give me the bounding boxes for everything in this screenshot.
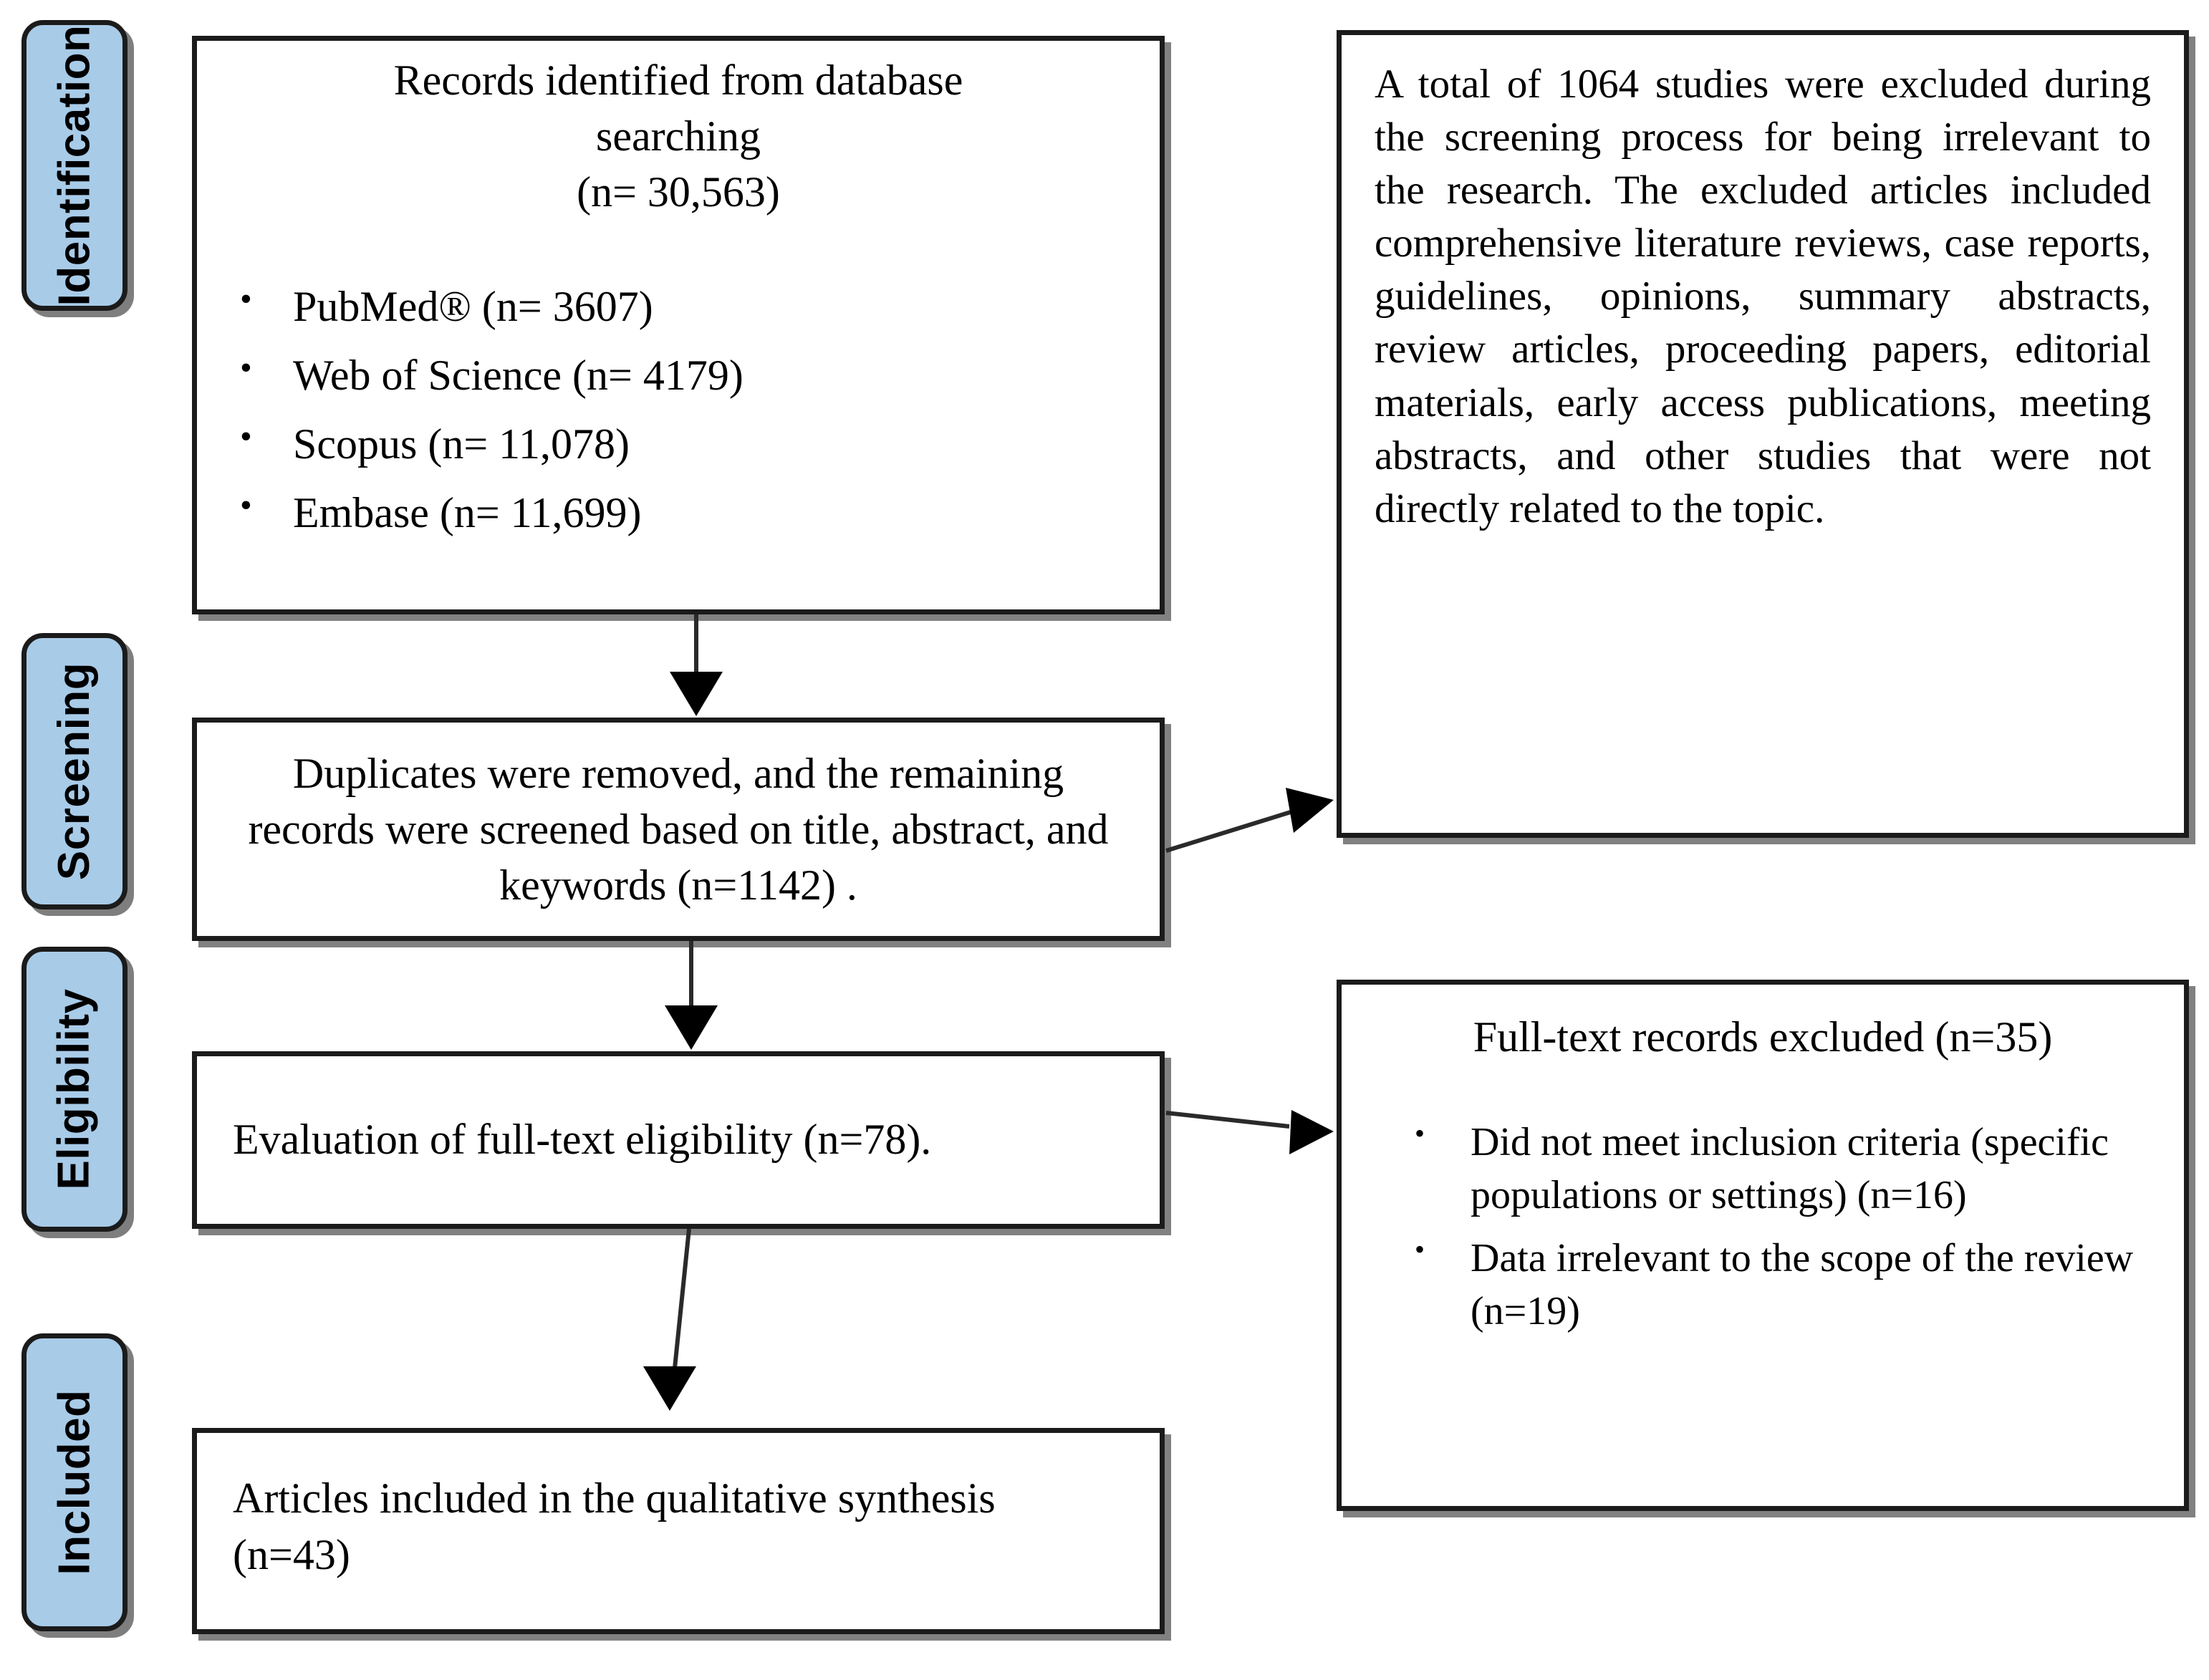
- list-item-pubmed: PubMed® (n= 3607): [216, 277, 1141, 334]
- list-item-embase: Embase (n= 11,699): [216, 483, 1141, 541]
- articles-included-count: (n=43): [233, 1531, 350, 1579]
- list-item-irrelevant-data: Data irrelevant to the scope of the revi…: [1370, 1231, 2155, 1338]
- stage-label-eligibility: Eligibility: [49, 988, 99, 1190]
- source-label-embase: Embase (n= 11,699): [293, 489, 642, 536]
- records-identified-count: (n= 30,563): [577, 168, 780, 216]
- stage-label-identification: Identification: [49, 24, 99, 306]
- box-duplicates-removed: Duplicates were removed, and the remaini…: [192, 718, 1165, 941]
- arrow-screening-to-eligibility: [665, 941, 718, 1050]
- box-fulltext-eligibility: Evaluation of full-text eligibility (n=7…: [192, 1051, 1165, 1229]
- source-label-pubmed: PubMed® (n= 3607): [293, 283, 653, 330]
- stage-pill-identification: Identification: [21, 20, 127, 311]
- arrow-eligibility-to-fulltext-excluded: [1165, 1110, 1334, 1154]
- box-articles-included-content: Articles included in the qualitative syn…: [197, 1433, 1160, 1629]
- arrow-eligibility-to-included: [643, 1228, 696, 1411]
- stage-pill-included: Included: [21, 1333, 127, 1631]
- box-duplicates-removed-content: Duplicates were removed, and the remaini…: [197, 723, 1160, 936]
- arrow-identification-to-screening: [670, 614, 723, 716]
- box-records-identified-content: Records identified from database searchi…: [197, 41, 1160, 609]
- duplicates-removed-text: Duplicates were removed, and the remaini…: [248, 750, 1109, 909]
- database-source-list: PubMed® (n= 3607) Web of Science (n= 417…: [216, 277, 1141, 541]
- box-fulltext-eligibility-content: Evaluation of full-text eligibility (n=7…: [197, 1056, 1160, 1224]
- box-records-identified: Records identified from database searchi…: [192, 36, 1165, 614]
- records-identified-title-line1: Records identified from database: [393, 57, 963, 104]
- articles-included-line1: Articles included in the qualitative syn…: [233, 1474, 996, 1522]
- reason-label-inclusion-criteria: Did not meet inclusion criteria (specifi…: [1471, 1120, 2109, 1217]
- fulltext-exclusion-reason-list: Did not meet inclusion criteria (specifi…: [1370, 1115, 2155, 1338]
- box-articles-included: Articles included in the qualitative syn…: [192, 1428, 1165, 1634]
- box-fulltext-excluded-content: Full-text records excluded (n=35) Did no…: [1342, 985, 2184, 1506]
- list-item-scopus: Scopus (n= 11,078): [216, 415, 1141, 472]
- box-fulltext-excluded: Full-text records excluded (n=35) Did no…: [1337, 980, 2189, 1511]
- source-label-scopus: Scopus (n= 11,078): [293, 420, 630, 468]
- fulltext-eligibility-text: Evaluation of full-text eligibility (n=7…: [233, 1116, 932, 1164]
- stage-label-screening: Screening: [49, 662, 99, 881]
- source-label-web-of-science: Web of Science (n= 4179): [293, 352, 743, 399]
- stage-pill-screening: Screening: [21, 633, 127, 909]
- box-screening-excluded-content: A total of 1064 studies were excluded du…: [1342, 35, 2184, 833]
- fulltext-excluded-title: Full-text records excluded (n=35): [1473, 1013, 2053, 1061]
- records-identified-title-line2: searching: [596, 112, 761, 160]
- list-item-web-of-science: Web of Science (n= 4179): [216, 346, 1141, 403]
- list-item-inclusion-criteria: Did not meet inclusion criteria (specifi…: [1370, 1115, 2155, 1222]
- stage-label-included: Included: [49, 1389, 99, 1575]
- arrow-screening-to-screening-excluded: [1165, 788, 1334, 853]
- stage-pill-eligibility: Eligibility: [21, 947, 127, 1232]
- screening-excluded-paragraph: A total of 1064 studies were excluded du…: [1375, 62, 2151, 531]
- box-screening-excluded: A total of 1064 studies were excluded du…: [1337, 30, 2189, 838]
- reason-label-irrelevant-data: Data irrelevant to the scope of the revi…: [1471, 1235, 2134, 1333]
